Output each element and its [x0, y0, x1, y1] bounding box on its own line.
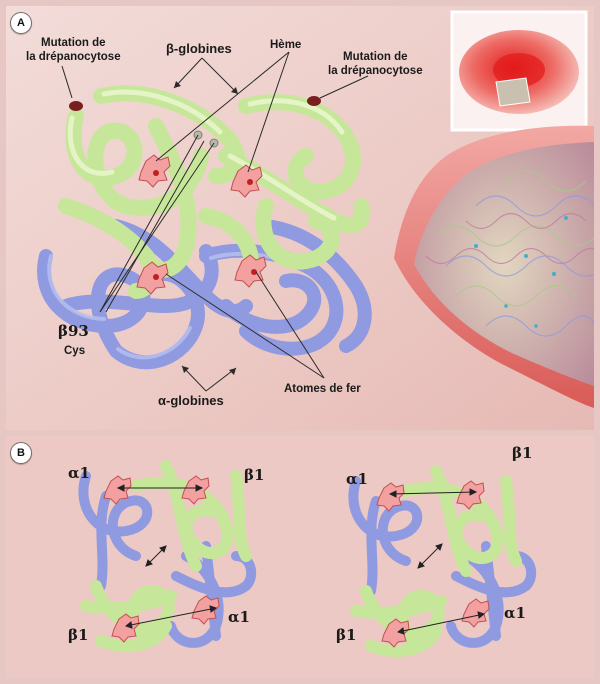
panel-a-badge: A: [10, 12, 32, 34]
right-alpha-top-label: α1: [346, 470, 368, 488]
hemoglobin-illustration: [6, 6, 594, 430]
leader-lines: [61, 51, 369, 392]
iron-atoms: [153, 170, 257, 280]
left-alpha-top-label: α1: [68, 464, 90, 482]
alpha-globin-chains: [37, 219, 372, 370]
label-beta93: β93: [58, 322, 89, 340]
label-beta-globines: β-globines: [166, 41, 232, 56]
heme-groups: [136, 154, 267, 295]
tetramer-left: [78, 460, 257, 652]
panel-b-background: [6, 436, 594, 678]
left-beta-top-label: β1: [244, 466, 265, 484]
label-mutation-right: Mutation de la drépanocytose: [328, 51, 423, 77]
label-atomes-de-fer: Atomes de fer: [284, 383, 361, 395]
cell-cutaway: [394, 125, 594, 408]
tetramer-right: [348, 465, 537, 657]
red-blood-cell-inset: [450, 10, 588, 132]
sickle-mutation-sites: [69, 96, 321, 111]
left-alpha-bottom-label: α1: [228, 608, 250, 626]
panel-b: B α1 β1 β1 α1 α1 β1 β1 α1: [6, 436, 594, 678]
label-alpha-globines: α-globines: [158, 393, 224, 408]
label-heme: Hème: [270, 39, 302, 51]
right-beta-bottom-label: β1: [336, 626, 357, 644]
hemoglobin-tetramer-comparison: [6, 436, 594, 678]
panel-a: A Mutation de la drépanocytose β-globine…: [6, 6, 594, 430]
label-cys: Cys: [64, 345, 86, 357]
label-mutation-left: Mutation de la drépanocytose: [26, 37, 121, 63]
right-beta-top-label: β1: [512, 444, 533, 462]
left-beta-bottom-label: β1: [68, 626, 89, 644]
panel-b-badge: B: [10, 442, 32, 464]
right-alpha-bottom-label: α1: [504, 604, 526, 622]
